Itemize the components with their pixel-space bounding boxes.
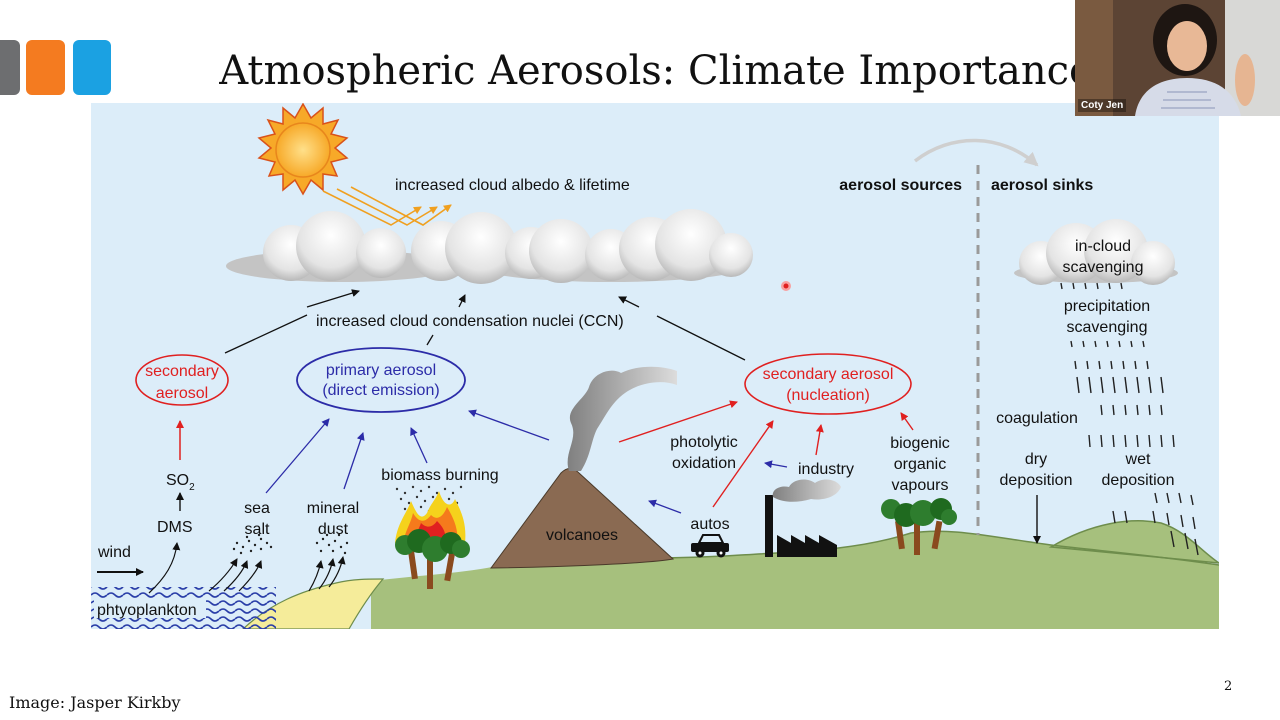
industry-label: industry bbox=[798, 461, 854, 478]
coagulation-label: coagulation bbox=[996, 410, 1078, 427]
ccn-label: increased cloud condensation nuclei (CCN… bbox=[316, 313, 624, 330]
secondary-aerosol-oval bbox=[135, 354, 229, 406]
in-cloud-line1: in-cloud bbox=[1075, 238, 1131, 255]
arrow-dust-2 bbox=[318, 558, 336, 590]
precipitation-line1: precipitation bbox=[1064, 298, 1150, 315]
arrow-seasalt-to-primary bbox=[265, 418, 330, 494]
biogenic-line1: biogenic bbox=[890, 435, 950, 452]
primary-aerosol-line2: (direct emission) bbox=[322, 382, 439, 399]
arrow-primary-to-ccn bbox=[426, 334, 434, 346]
volcanoes-label: volcanoes bbox=[546, 527, 618, 544]
factory-icon bbox=[765, 495, 837, 557]
arrow-autos-to-photolytic bbox=[648, 499, 682, 514]
ground bbox=[371, 531, 1219, 629]
wet-deposition-line2: deposition bbox=[1102, 472, 1175, 489]
arrow-volcano-to-nucleation bbox=[618, 400, 738, 443]
sunlight-rays bbox=[322, 186, 452, 226]
factory-smoke bbox=[772, 479, 841, 502]
nucleation-line1: secondary aerosol bbox=[763, 366, 894, 383]
arrow-industry-to-photolytic bbox=[764, 460, 788, 469]
arrow-biogenic-to-nucleation bbox=[900, 412, 914, 431]
volcano bbox=[490, 468, 675, 569]
arrow-nucleation-to-ccn bbox=[656, 315, 746, 361]
arrow-volcano-to-primary bbox=[468, 409, 550, 441]
photolytic-line1: photolytic bbox=[670, 434, 738, 451]
so2-sub: 2 bbox=[189, 482, 195, 493]
sea-salt-line2: salt bbox=[245, 521, 270, 538]
primary-aerosol-line1: primary aerosol bbox=[326, 362, 436, 379]
dry-deposition-line2: deposition bbox=[1000, 472, 1073, 489]
secondary-aerosol-line2: aerosol bbox=[156, 385, 208, 402]
in-cloud-line2: scavenging bbox=[1063, 259, 1144, 276]
trees-right-icon bbox=[881, 498, 957, 555]
rain bbox=[1060, 282, 1199, 556]
so2-main: SO bbox=[166, 472, 189, 489]
arrow-to-dms bbox=[148, 542, 181, 594]
logo-bar-grey bbox=[0, 40, 20, 95]
biogenic-line3: vapours bbox=[892, 477, 949, 494]
cloud-band bbox=[226, 209, 753, 284]
sun-icon bbox=[257, 103, 349, 196]
hill-right bbox=[1048, 520, 1219, 564]
arrow-dust-1 bbox=[308, 560, 324, 592]
slide-title: Atmospheric Aerosols: Climate Importance bbox=[219, 48, 1093, 94]
volcano-plume bbox=[567, 366, 677, 471]
arrow-ccn-to-cloud-mid bbox=[458, 294, 466, 308]
sink-cloud bbox=[1014, 219, 1178, 285]
arrow-seasalt-3 bbox=[238, 560, 263, 592]
phytoplankton-bg bbox=[94, 600, 206, 618]
participant-video-frame bbox=[1075, 0, 1280, 116]
nucleation-oval bbox=[744, 353, 912, 415]
nucleation-line2: (nucleation) bbox=[786, 387, 870, 404]
trees-left-icon bbox=[395, 529, 470, 589]
biomass-burning-label: biomass burning bbox=[381, 467, 498, 484]
laser-pointer-icon bbox=[781, 281, 791, 291]
mineral-dust-line2: dust bbox=[318, 521, 349, 538]
arrow-ccn-to-cloud-right bbox=[618, 296, 640, 308]
car-icon bbox=[691, 534, 729, 558]
arrow-biomass-to-primary bbox=[410, 427, 428, 464]
mineral-dust-line1: mineral bbox=[307, 500, 359, 517]
arrow-industry-to-nucleation bbox=[815, 424, 824, 456]
arrow-seasalt-1 bbox=[208, 558, 238, 592]
autos-label: autos bbox=[690, 516, 729, 533]
logo-bar-blue bbox=[73, 40, 111, 95]
dms-label: DMS bbox=[157, 519, 193, 536]
participant-video[interactable]: Coty Jen bbox=[1075, 0, 1280, 116]
dust-particles bbox=[315, 533, 349, 555]
aerosol-sources-label: aerosol sources bbox=[839, 177, 962, 194]
arrow-ccn-to-cloud-left bbox=[306, 289, 360, 308]
secondary-aerosol-line1: secondary bbox=[145, 363, 219, 380]
arrow-dust-3 bbox=[328, 556, 346, 588]
wet-deposition-line1: wet bbox=[1125, 451, 1151, 468]
sea-salt-line1: sea bbox=[244, 500, 270, 517]
slide-number: 2 bbox=[1224, 679, 1233, 694]
dry-deposition-line1: dry bbox=[1025, 451, 1047, 468]
beach bbox=[242, 578, 385, 629]
sea-salt-particles bbox=[232, 533, 273, 555]
sky bbox=[91, 103, 1219, 629]
phytoplankton-label: phtyoplankton bbox=[97, 602, 197, 619]
arrow-secondary-to-ccn bbox=[224, 314, 308, 354]
aerosol-sinks-label: aerosol sinks bbox=[991, 177, 1093, 194]
arrow-dust-to-primary bbox=[343, 432, 365, 490]
aerosol-diagram: increased cloud albedo & lifetime increa… bbox=[91, 103, 1219, 629]
sources-to-sinks-arrow bbox=[913, 138, 1039, 167]
albedo-label: increased cloud albedo & lifetime bbox=[395, 177, 630, 194]
participant-name: Coty Jen bbox=[1078, 99, 1127, 112]
arrow-seasalt-2 bbox=[223, 560, 249, 592]
photolytic-line2: oxidation bbox=[672, 455, 736, 472]
primary-aerosol-oval bbox=[296, 347, 466, 413]
wind-label: wind bbox=[97, 544, 131, 561]
biogenic-line2: organic bbox=[894, 456, 946, 473]
logo-bar-orange bbox=[26, 40, 65, 95]
image-credit: Image: Jasper Kirkby bbox=[9, 693, 181, 712]
arrow-autos-to-nucleation bbox=[712, 420, 774, 508]
so2-label: SO2 bbox=[166, 472, 195, 493]
precipitation-line2: scavenging bbox=[1067, 319, 1148, 336]
